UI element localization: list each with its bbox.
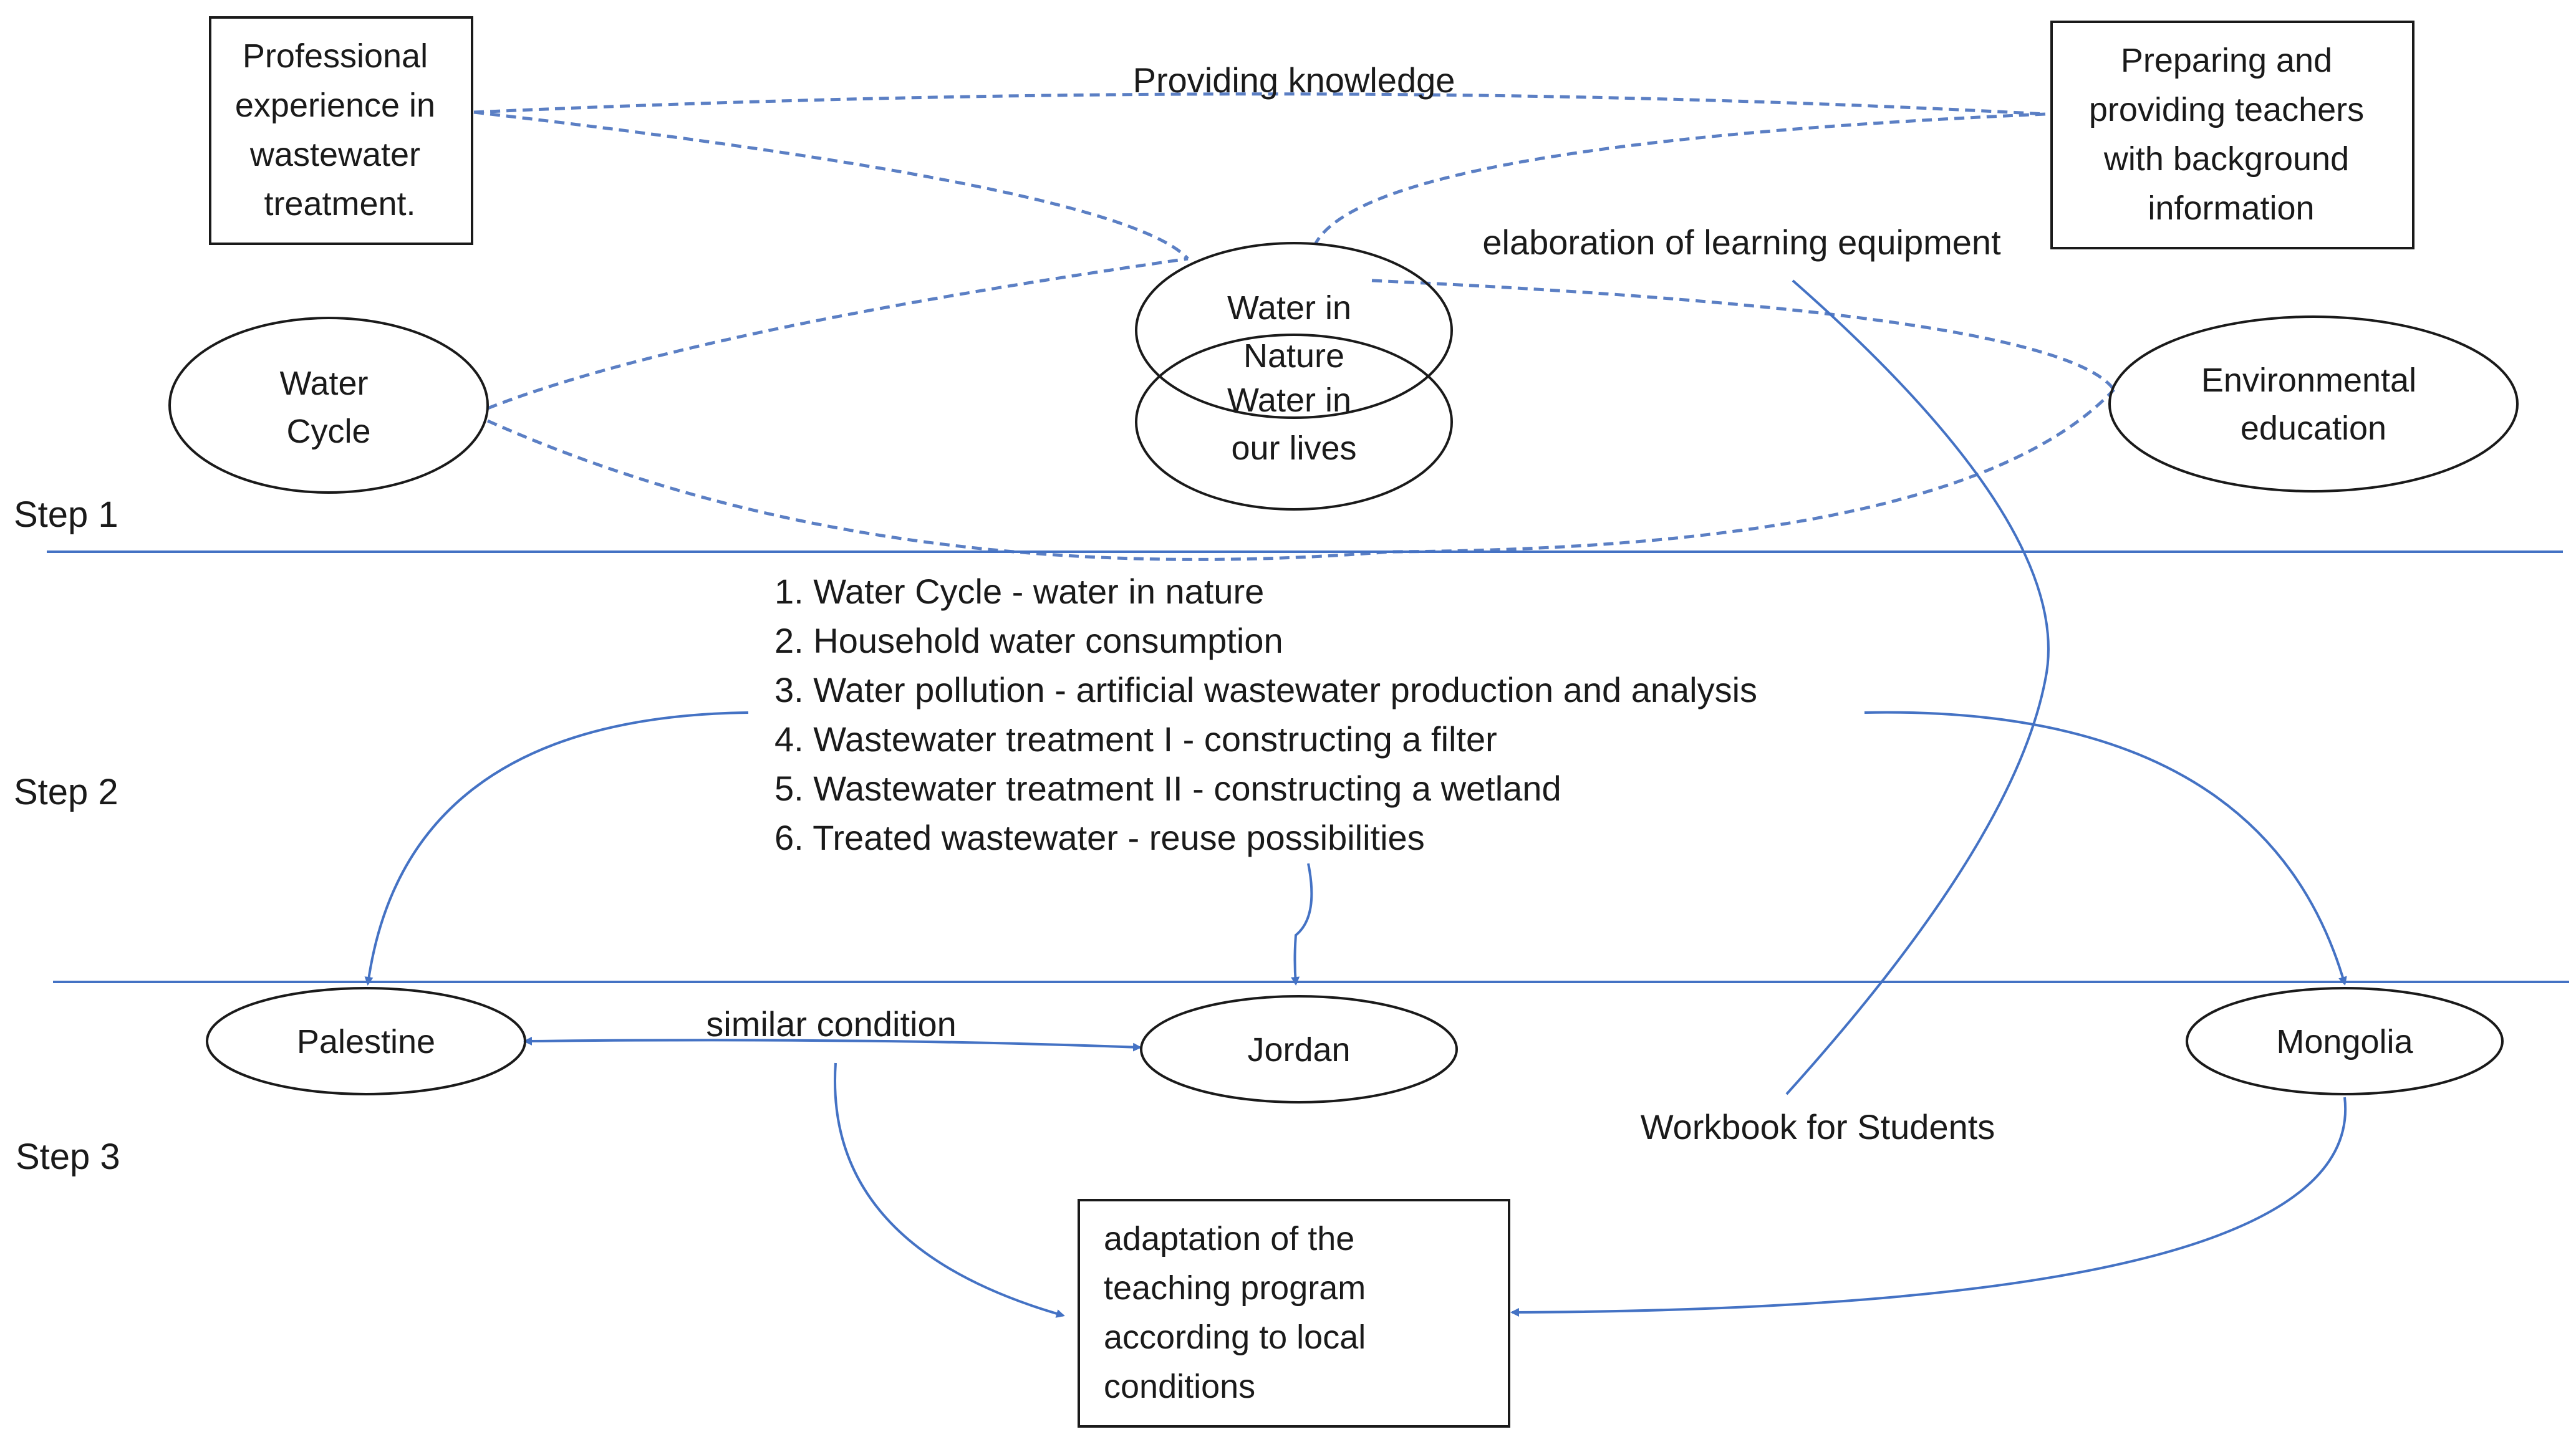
topic-item: 5. Wastewater treatment II - constructin… [774, 769, 1561, 808]
ellipse-jordan-text: Jordan [1247, 1031, 1350, 1069]
step-label-1: Step 1 [14, 494, 118, 535]
box-line: with background [2103, 140, 2349, 178]
box-line: adaptation of the [1104, 1220, 1354, 1257]
ellipse-line: education [2241, 410, 2386, 447]
topic-item: 3. Water pollution - artificial wastewat… [774, 670, 1757, 709]
ellipse-water-in-our-lives [1135, 334, 1453, 511]
ellipse-line: Water in [1227, 382, 1351, 419]
ellipse-mongolia-text: Mongolia [2276, 1023, 2413, 1060]
box-preparing-teachers-text: Preparing and providing teachers with ba… [2089, 42, 2373, 227]
arrow-palestine-jordan [523, 1036, 1142, 1052]
box-professional-experience-text: Professional experience in wastewater tr… [235, 37, 445, 223]
topic-item: 4. Wastewater treatment I - constructing… [774, 719, 1497, 759]
topic-item: 2. Household water consumption [774, 621, 1283, 660]
ellipse-line: Nature [1243, 337, 1344, 375]
arrow-mongolia-to-adaptation [1510, 1097, 2347, 1317]
dashed-link-preparing-to-nature [1314, 112, 2046, 244]
box-line: conditions [1104, 1368, 1255, 1405]
step-label-2: Step 2 [14, 772, 118, 812]
ellipse-water-in-nature-text: Water in Nature [1227, 289, 1361, 375]
box-line: according to local [1104, 1319, 1366, 1356]
arrow-palestine-to-adaptation [834, 1062, 1065, 1318]
ellipses [168, 242, 2519, 1103]
box-line: teaching program [1104, 1269, 1366, 1307]
label-providing-knowledge: Providing knowledge [1133, 60, 1455, 100]
arrow-topics-to-mongolia [1864, 711, 2347, 986]
ellipse-line: Water in [1227, 289, 1351, 327]
ellipse-jordan [1140, 995, 1458, 1103]
ellipse-mongolia [2186, 987, 2504, 1095]
label-elaboration: elaboration of learning equipment [1482, 223, 2001, 262]
box-professional-experience [209, 16, 473, 245]
arrows [364, 279, 2347, 1318]
label-similar-condition: similar condition [706, 1004, 957, 1044]
dashed-link-professional-to-nature [473, 110, 1189, 260]
ellipse-water-in-nature [1135, 242, 1453, 419]
box-adaptation-text: adaptation of the teaching program accor… [1104, 1220, 1375, 1405]
ellipse-palestine-text: Palestine [297, 1023, 435, 1060]
ellipse-water-cycle-text: Water Cycle [279, 365, 377, 450]
arrow-topics-to-jordan [1291, 863, 1313, 986]
ellipse-line: Cycle [286, 413, 370, 450]
box-adaptation [1078, 1199, 1510, 1428]
dashed-link-nature-to-environmental [1371, 279, 2116, 391]
ellipse-palestine [206, 987, 526, 1095]
ellipse-environmental-education [2108, 315, 2519, 493]
ellipse-water-cycle [168, 317, 489, 494]
box-line: treatment. [264, 185, 415, 223]
label-workbook: Workbook for Students [1641, 1107, 1995, 1147]
box-line: wastewater [249, 136, 420, 173]
dashed-link-professional-to-preparing [473, 92, 2046, 116]
ellipse-line: Water [279, 365, 368, 402]
arrow-workbook-curve [1785, 279, 2050, 1095]
box-line: Professional [243, 37, 428, 75]
topic-item: 1. Water Cycle - water in nature [774, 572, 1264, 611]
ellipse-environmental-education-text: Environmental education [2201, 362, 2426, 447]
topics-list: 1. Water Cycle - water in nature 2. Hous… [774, 572, 1767, 857]
arrow-topics-to-palestine [364, 711, 749, 986]
box-line: experience in [235, 87, 435, 124]
dashed-link-cycle-to-nature [487, 257, 1189, 410]
box-line: information [2148, 190, 2314, 227]
ellipse-line: Environmental [2201, 362, 2416, 399]
ellipse-line: our lives [1231, 430, 1356, 467]
ellipse-water-in-our-lives-text: Water in our lives [1227, 382, 1361, 467]
dashed-connections [473, 92, 2116, 561]
boxes [209, 16, 2414, 1428]
box-line: Preparing and [2121, 42, 2332, 79]
box-line: providing teachers [2089, 91, 2364, 128]
box-preparing-teachers [2050, 21, 2414, 249]
topic-item: 6. Treated wastewater - reuse possibilit… [774, 818, 1425, 857]
step-label-3: Step 3 [16, 1137, 120, 1177]
